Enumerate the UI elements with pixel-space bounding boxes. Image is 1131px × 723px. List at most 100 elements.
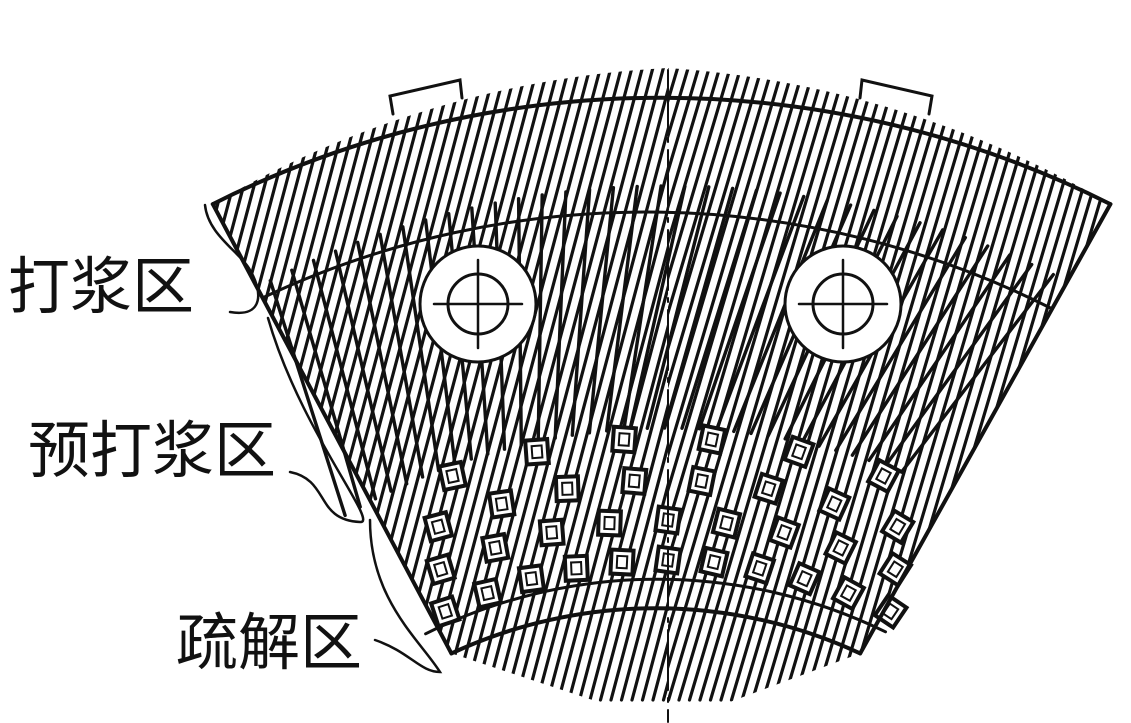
leader-defibering xyxy=(368,518,443,674)
groove xyxy=(553,190,568,440)
defibering-pad xyxy=(752,471,786,507)
defibering-pad xyxy=(422,509,455,544)
groove xyxy=(401,225,441,473)
groove xyxy=(605,184,639,433)
groove xyxy=(668,68,840,702)
groove xyxy=(850,244,990,457)
groove xyxy=(668,68,745,702)
defibering-pad xyxy=(537,517,566,548)
groove xyxy=(714,194,806,432)
groove xyxy=(668,68,703,702)
groove xyxy=(378,232,425,479)
groove xyxy=(609,68,669,702)
leader-pre-beating xyxy=(266,316,365,524)
groove xyxy=(845,68,1039,702)
bolt-hole-right xyxy=(783,244,903,364)
groove xyxy=(356,240,409,486)
groove xyxy=(212,68,248,702)
groove xyxy=(834,235,967,453)
defibering-pad xyxy=(596,508,623,538)
groove xyxy=(668,68,787,702)
defibering-pad xyxy=(698,545,730,579)
groove xyxy=(212,68,258,702)
groove xyxy=(2,60,172,700)
groove xyxy=(536,193,544,443)
groove xyxy=(687,68,882,702)
groove xyxy=(420,68,594,702)
groove xyxy=(950,68,1111,702)
groove xyxy=(899,272,1056,474)
groove xyxy=(732,198,829,434)
groove xyxy=(514,68,669,702)
groove xyxy=(23,60,193,700)
groove xyxy=(668,68,819,702)
groove xyxy=(212,68,363,702)
beating-ring-boundary xyxy=(262,210,1054,311)
groove xyxy=(834,68,1029,702)
defibering-pad xyxy=(562,553,590,583)
defibering-pad xyxy=(608,547,636,577)
left-sector-edge xyxy=(210,202,454,656)
mounting-tab-right xyxy=(858,78,934,116)
groove xyxy=(212,68,321,702)
groove xyxy=(668,68,724,702)
groove xyxy=(268,279,347,518)
groove xyxy=(668,68,808,702)
defibering-pad xyxy=(553,474,581,504)
bolt-hole-left xyxy=(418,244,538,364)
defibering-pad xyxy=(742,550,777,586)
defibering-pad xyxy=(787,560,823,597)
groove xyxy=(771,68,966,702)
groove xyxy=(0,60,151,700)
groove xyxy=(212,68,290,702)
groove xyxy=(887,68,1081,702)
groove xyxy=(212,68,342,702)
groove xyxy=(662,186,735,430)
groove xyxy=(668,68,861,702)
defibering-pad xyxy=(879,508,917,546)
groove xyxy=(212,68,216,702)
defibering-pad xyxy=(516,563,547,595)
defibering-pad xyxy=(436,459,469,493)
groove xyxy=(1023,68,1111,702)
mounting-tab-left xyxy=(388,78,464,116)
defibering-pad xyxy=(816,485,852,523)
groove xyxy=(399,68,573,702)
groove xyxy=(535,68,669,702)
groove xyxy=(587,185,616,435)
groove xyxy=(1044,68,1111,702)
groove xyxy=(212,68,300,702)
groove xyxy=(1055,68,1111,702)
groove xyxy=(668,68,735,702)
groove xyxy=(680,188,759,430)
groove xyxy=(212,68,237,702)
outer-edge-arc xyxy=(210,95,1113,207)
groove xyxy=(729,68,924,702)
groove xyxy=(1086,68,1111,702)
groove xyxy=(212,68,269,702)
groove xyxy=(908,68,1102,702)
groove xyxy=(212,68,384,702)
groove xyxy=(668,68,714,702)
defibering-pad xyxy=(781,434,817,470)
groove xyxy=(333,249,393,493)
groove xyxy=(430,68,605,702)
groove xyxy=(1002,68,1111,702)
defibering-pad xyxy=(471,576,504,610)
groove xyxy=(556,68,669,702)
groove xyxy=(13,60,183,700)
groove xyxy=(929,68,1111,702)
groove xyxy=(883,262,1034,468)
zone-label-pre-beating: 预打浆区 xyxy=(28,414,277,487)
groove xyxy=(668,68,798,702)
groove xyxy=(252,68,426,702)
defibering-pads xyxy=(422,423,917,631)
defibering-pad xyxy=(486,488,517,520)
groove xyxy=(622,184,663,432)
groove xyxy=(325,68,500,702)
groove xyxy=(315,68,489,702)
groove xyxy=(792,68,987,702)
defibering-pad xyxy=(523,436,551,467)
groove xyxy=(630,68,669,702)
groove xyxy=(570,187,592,437)
